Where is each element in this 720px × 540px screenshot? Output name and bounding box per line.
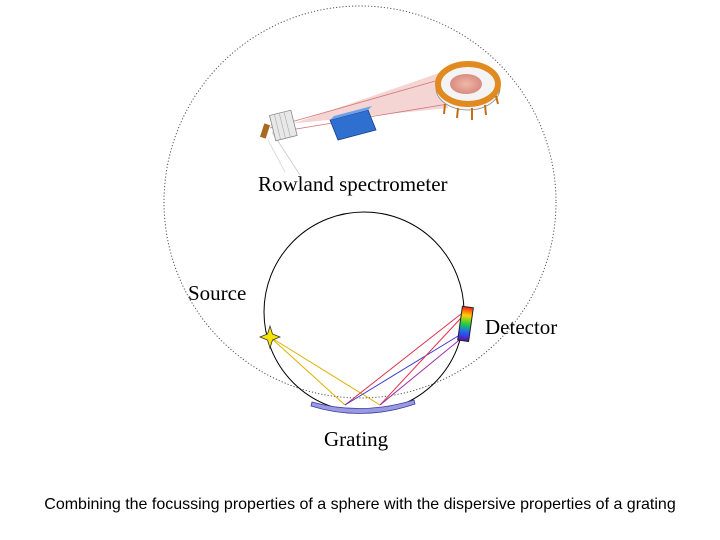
slit-element	[259, 123, 271, 139]
diagram-canvas: Rowland spectrometer Source Detector Gra…	[163, 5, 557, 451]
label-source: Source	[188, 281, 246, 305]
instrument-illustration	[259, 61, 501, 176]
rowland-circle	[263, 211, 465, 413]
beam-upper	[268, 72, 448, 128]
sample-stage	[435, 61, 501, 120]
beam-upper-edge	[269, 77, 447, 129]
star-icon	[258, 324, 282, 350]
label-rowland-spectrometer: Rowland spectrometer	[258, 172, 448, 196]
figure-caption: Combining the focussing properties of a …	[44, 496, 676, 513]
blue-detector-box	[329, 106, 377, 141]
spectrum-detector-icon	[457, 305, 474, 343]
label-detector: Detector	[485, 315, 557, 339]
crystal-block	[268, 109, 298, 142]
outer-dotted-circle	[163, 5, 557, 399]
beam-reflection-2	[267, 139, 286, 173]
label-grating: Grating	[324, 427, 389, 451]
concave-grating-icon	[310, 399, 416, 414]
light-rays	[269, 313, 464, 406]
